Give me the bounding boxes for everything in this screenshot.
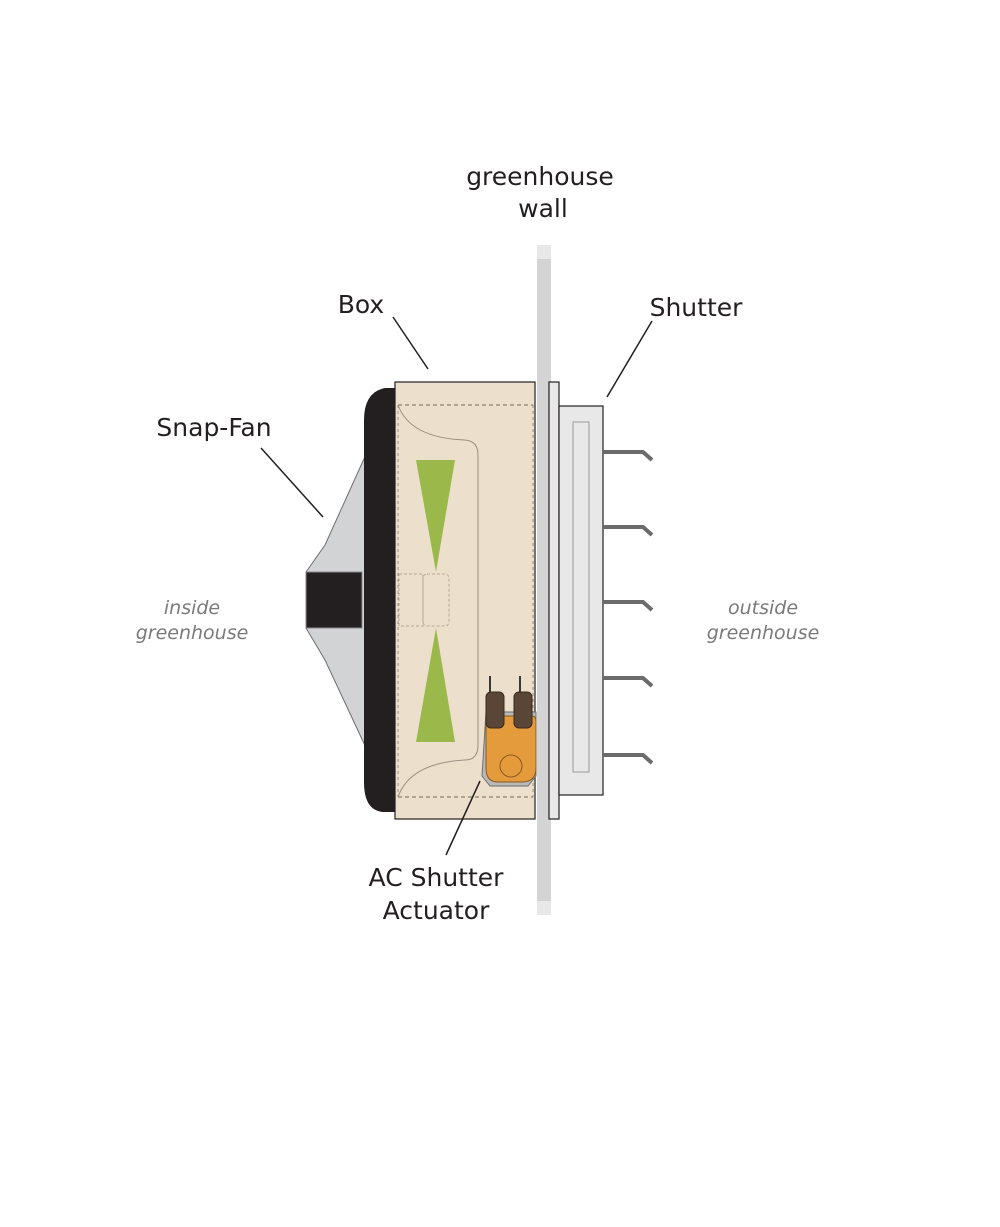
fan-blade-bottom — [416, 628, 455, 742]
shutter — [548, 381, 654, 820]
louver-2 — [603, 525, 654, 537]
louver-4 — [603, 676, 654, 688]
snap-fan — [305, 388, 396, 812]
box-leader — [392, 316, 429, 370]
snap-fan-label: Snap-Fan — [156, 413, 271, 442]
fan-housing — [364, 388, 396, 812]
outside-label-line1: outside — [728, 597, 798, 619]
greenhouse-wall — [537, 245, 551, 915]
shutter-flange — [548, 381, 560, 820]
snap-fan-leader — [260, 447, 324, 518]
louver-3 — [603, 600, 654, 612]
actuator-label-line2: Actuator — [383, 896, 490, 925]
inside-label-line2: greenhouse — [136, 622, 249, 644]
actuator-dial — [499, 754, 523, 778]
actuator-label-line1: AC Shutter — [369, 863, 505, 892]
wall-panel — [537, 245, 551, 915]
venturi-outline — [397, 404, 479, 798]
wall-bottom-fade — [537, 901, 551, 915]
actuator-terminal-2 — [513, 691, 533, 729]
shutter-channel — [572, 421, 590, 773]
actuator-terminal-1 — [485, 691, 505, 729]
louver-5 — [603, 753, 654, 765]
wall-label-line1: greenhouse — [466, 162, 614, 191]
hub-dashed-right — [422, 573, 450, 627]
shutter-label: Shutter — [650, 293, 744, 322]
box-label: Box — [338, 290, 384, 319]
outside-label-line2: greenhouse — [707, 622, 820, 644]
wall-top-fade — [537, 245, 551, 259]
actuator-leader — [445, 780, 481, 856]
inside-label-line1: inside — [164, 597, 220, 619]
fan-blade-top — [416, 460, 455, 572]
wall-label-line2: wall — [518, 194, 568, 223]
fan-motor — [305, 571, 363, 629]
ac-shutter-actuator — [481, 676, 537, 787]
louver-1 — [603, 450, 654, 462]
shutter-leader — [606, 320, 653, 398]
